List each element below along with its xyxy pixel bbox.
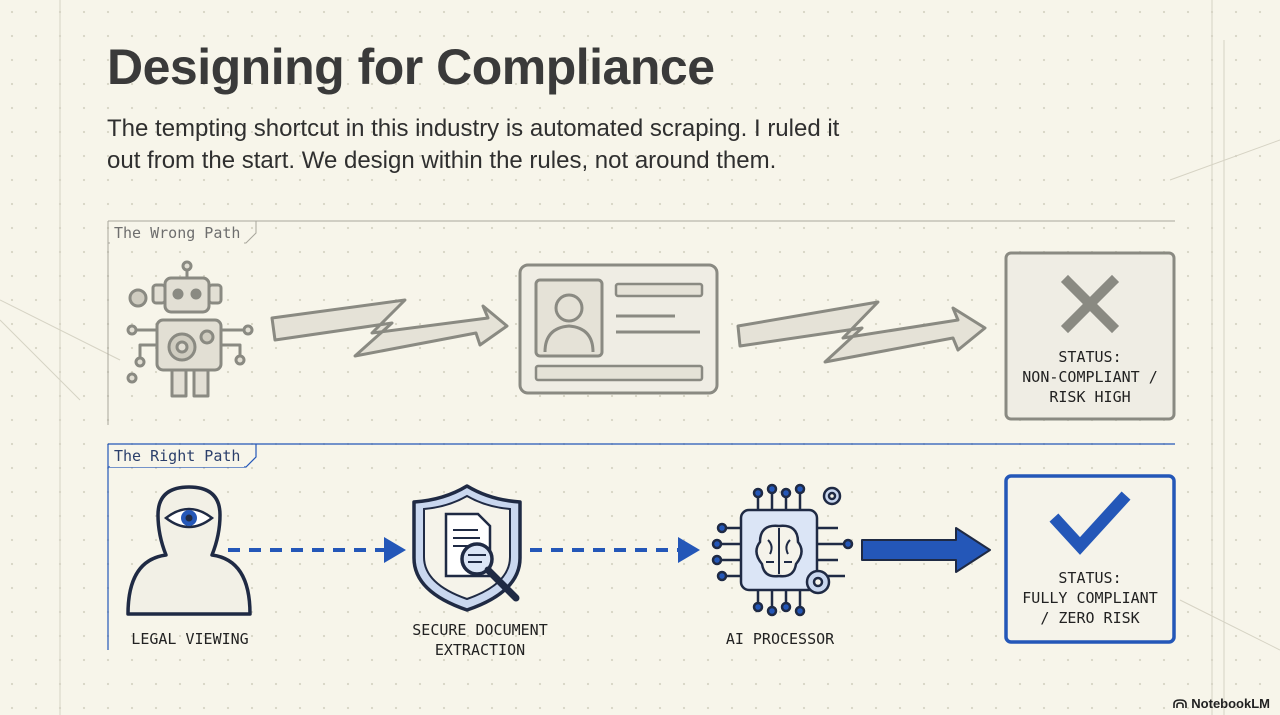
wrong-status-text: STATUS: NON-COMPLIANT / RISK HIGH <box>1006 347 1174 407</box>
subtitle-line-1: The tempting shortcut in this industry i… <box>107 115 840 142</box>
subtitle: The tempting shortcut in this industry i… <box>107 113 927 177</box>
notebooklm-brand: NotebookLM <box>1173 696 1270 711</box>
page-title: Designing for Compliance <box>107 39 715 95</box>
cross-icon <box>1060 274 1120 334</box>
legal-viewing-caption: LEGAL VIEWING <box>100 629 280 649</box>
secure-document-caption: SECURE DOCUMENT EXTRACTION <box>380 620 580 660</box>
right-path-frame <box>107 443 1175 650</box>
secure-document-caption-line-2: EXTRACTION <box>434 641 526 659</box>
wrong-status-line-2: NON-COMPLIANT / <box>1022 368 1158 386</box>
right-status-line-2: FULLY COMPLIANT <box>1022 589 1158 607</box>
dashed-arrow-1 <box>228 537 406 563</box>
solid-arrow <box>861 527 991 573</box>
id-card-icon <box>518 263 719 395</box>
ai-processor-caption: AI PROCESSOR <box>700 629 860 649</box>
ai-processor-caption-line-1: AI PROCESSOR <box>725 630 835 648</box>
right-status-line-3: / ZERO RISK <box>1040 609 1140 627</box>
person-eye-icon <box>126 485 252 616</box>
checkmark-icon <box>1049 491 1131 555</box>
subtitle-line-2: out from the start. We design within the… <box>107 147 777 174</box>
robot-icon <box>126 260 254 398</box>
wrong-path-label: The Wrong Path <box>110 222 245 244</box>
brand-name: NotebookLM <box>1191 696 1270 711</box>
right-status-line-1: STATUS: <box>1058 569 1122 587</box>
wrong-status-line-3: RISK HIGH <box>1049 388 1131 406</box>
ai-chip-icon <box>711 483 854 617</box>
wrong-status-box <box>1004 251 1176 421</box>
shield-document-icon <box>412 484 522 612</box>
legal-viewing-caption-line-1: LEGAL VIEWING <box>131 630 249 648</box>
wrong-arrow-2 <box>736 300 987 364</box>
dashed-arrow-2 <box>530 537 700 563</box>
notebooklm-logo-icon <box>1173 698 1188 708</box>
right-path-label: The Right Path <box>110 445 245 467</box>
wrong-arrow-1 <box>270 298 509 358</box>
right-status-box <box>1004 474 1176 644</box>
wrong-status-line-1: STATUS: <box>1058 348 1122 366</box>
right-status-text: STATUS: FULLY COMPLIANT / ZERO RISK <box>1006 568 1174 628</box>
secure-document-caption-line-1: SECURE DOCUMENT <box>412 621 548 639</box>
